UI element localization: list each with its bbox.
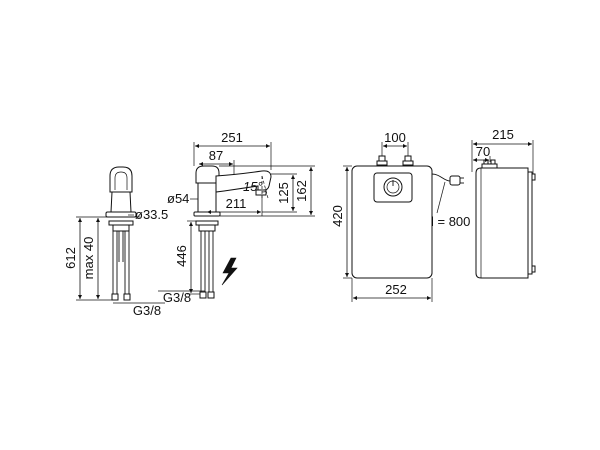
spout-height-label: 125: [276, 182, 291, 204]
faucet-side-aerator: [255, 189, 267, 196]
faucet-side-hose-end: [207, 291, 215, 299]
handle-offset-label: 87: [209, 148, 223, 163]
heater-side-dimensions: 215 70: [471, 127, 534, 174]
total-width-label: 251: [221, 130, 243, 145]
faucet-front-lever-detail: [114, 171, 128, 190]
hose-length-label: 446: [174, 245, 189, 267]
power-cable: [431, 173, 451, 182]
heater-side-body: [475, 167, 529, 279]
pipe-offset-label: 70: [476, 144, 490, 159]
faucet-side-hose-end: [199, 291, 207, 299]
heater-front-dimensions: 100 420 252 l = 800: [330, 130, 470, 302]
faucet-side-nut: [198, 224, 216, 232]
spout-reach-label: 211: [226, 196, 247, 211]
heater-front-view: [351, 155, 464, 279]
faucet-side-dimensions: 251 87 ø54 211 15° 125 162 446 G3/8: [158, 130, 315, 305]
cable-length-label: l = 800: [431, 214, 470, 229]
total-height-label: 162: [294, 180, 309, 202]
faucet-front-washer: [108, 220, 134, 226]
angle-arc: [261, 191, 267, 193]
heater-side-view: [475, 159, 536, 279]
heater-pipe-right-nut: [402, 160, 414, 166]
diameter-label: ø33.5: [135, 207, 168, 222]
heater-depth-label: 215: [492, 127, 514, 142]
heater-height-label: 420: [330, 205, 345, 227]
faucet-front-base: [105, 211, 137, 218]
faucet-front-nut: [112, 224, 130, 232]
thread-label: G3/8: [133, 303, 161, 318]
faucet-side-washer: [195, 220, 219, 226]
heater-mounting-plate: [527, 171, 533, 275]
faucet-side-body: [197, 182, 217, 213]
faucet-front-view: [105, 166, 137, 301]
angle-label: 15°: [243, 179, 263, 194]
heater-width-label: 252: [385, 282, 407, 297]
temperature-knob: [383, 177, 403, 197]
faucet-side-view: [193, 165, 272, 299]
power-plug: [449, 175, 461, 186]
countertop-label: max 40: [81, 237, 96, 280]
body-diameter-label: ø54: [167, 191, 189, 206]
heater-side-pipe-nut: [481, 163, 498, 169]
faucet-front-hose-end-right: [123, 293, 131, 301]
faucet-side-lever: [195, 165, 220, 184]
side-thread-label: G3/8: [163, 290, 191, 305]
height-label: 612: [63, 247, 78, 269]
angle-axis-line: [261, 175, 269, 199]
faucet-side-base: [193, 211, 221, 217]
lightning-icon: [221, 257, 238, 286]
faucet-front-body: [110, 191, 132, 213]
faucet-front-dimensions: 612 max 40 ø33.5 G3/8: [63, 207, 168, 318]
faucet-front-hose-end-left: [111, 293, 119, 301]
heater-pipe-left-nut: [376, 160, 388, 166]
cable-leader-line: [436, 181, 446, 214]
pipe-spacing-label: 100: [384, 130, 406, 145]
heater-bracket-bottom: [531, 265, 536, 273]
faucet-front-lever: [109, 166, 133, 193]
heater-bracket-top: [531, 173, 536, 181]
